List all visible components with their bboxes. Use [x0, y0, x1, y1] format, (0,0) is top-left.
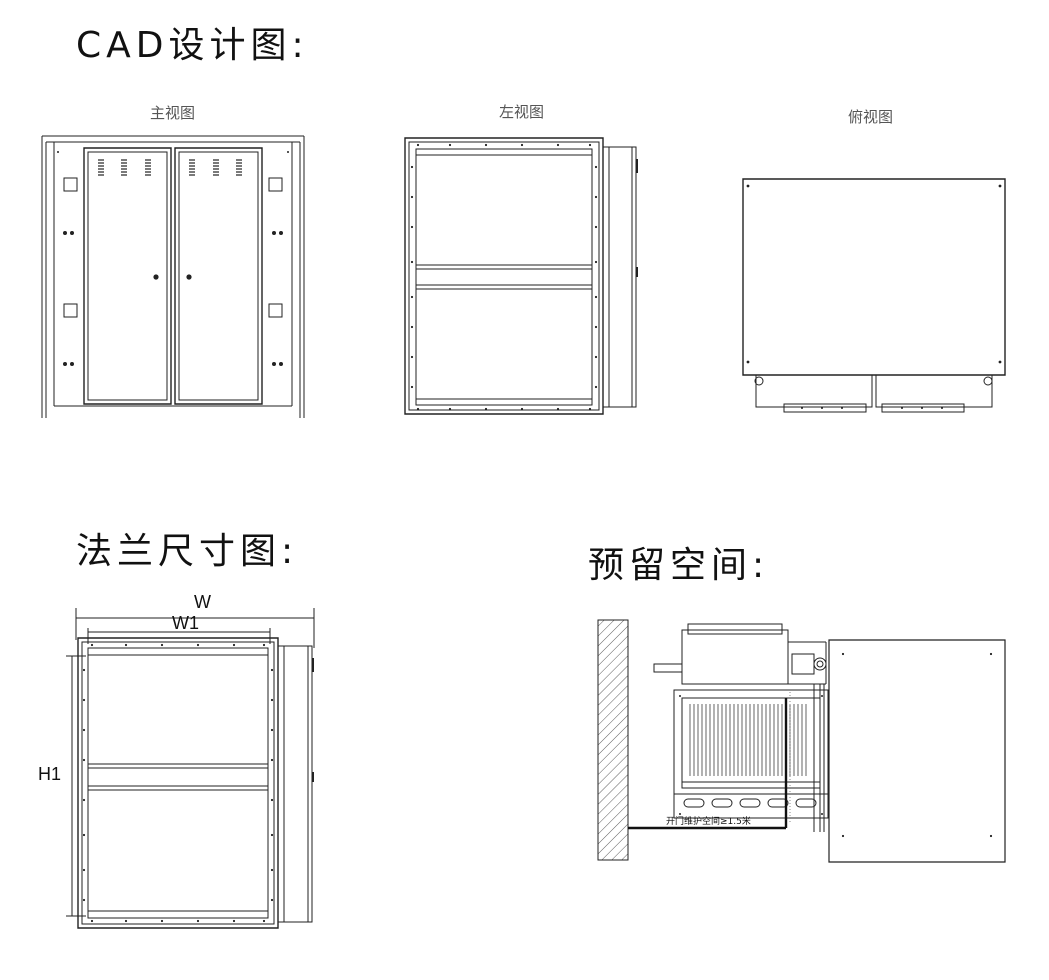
left-view-caption: 左视图 — [499, 103, 545, 121]
left-view-drawing — [404, 137, 638, 417]
cad-section-title: CAD设计图: — [76, 25, 309, 66]
space-section-title: 预留空间: — [588, 545, 770, 586]
front-view-drawing — [40, 136, 308, 418]
flange-dimension-drawing — [64, 600, 324, 934]
dimension-w1-label: W1 — [172, 613, 199, 633]
clearance-note: 开门维护空间≥1.5米 — [666, 817, 751, 827]
front-view-caption: 主视图 — [150, 104, 196, 122]
dimension-h1-label: H1 — [38, 764, 62, 784]
dimension-w-label: W — [194, 592, 211, 612]
top-view-caption: 俯视图 — [848, 108, 894, 126]
top-view-drawing — [742, 178, 1008, 418]
flange-section-title: 法兰尺寸图: — [76, 531, 299, 572]
clearance-drawing — [596, 618, 1012, 864]
